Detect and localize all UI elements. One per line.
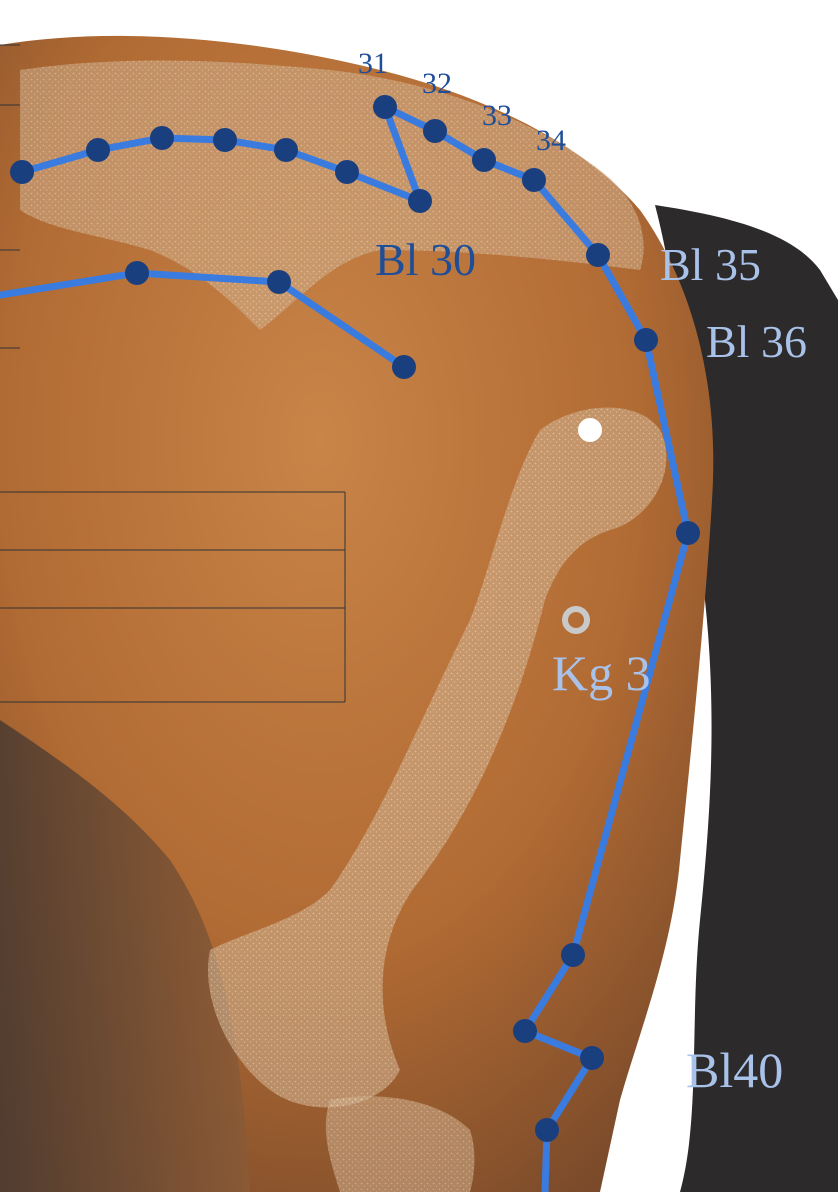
- label-bl40: Bl40: [686, 1042, 783, 1098]
- white-point-marker[interactable]: [578, 418, 602, 442]
- label-bl30: Bl 30: [375, 234, 476, 285]
- label-34: 34: [536, 124, 566, 157]
- acupoint-bl30[interactable]: [408, 189, 432, 213]
- acupoint-bl35[interactable]: [586, 243, 610, 267]
- acupoint[interactable]: [150, 126, 174, 150]
- acupoint-bl40[interactable]: [580, 1046, 604, 1070]
- acupoint[interactable]: [274, 138, 298, 162]
- acupoint-32[interactable]: [423, 119, 447, 143]
- acupoint-bl36[interactable]: [634, 328, 658, 352]
- acupoint[interactable]: [213, 128, 237, 152]
- label-33: 33: [482, 99, 512, 132]
- acupoint[interactable]: [335, 160, 359, 184]
- label-bl36: Bl 36: [706, 316, 807, 367]
- acupoint-31[interactable]: [373, 95, 397, 119]
- label-kg3: Kg 3: [552, 645, 651, 701]
- label-bl35: Bl 35: [660, 239, 761, 290]
- label-31: 31: [358, 47, 388, 80]
- acupoint[interactable]: [86, 138, 110, 162]
- acupoint[interactable]: [125, 261, 149, 285]
- acupoint-34[interactable]: [522, 168, 546, 192]
- acupoint[interactable]: [267, 270, 291, 294]
- acupoint[interactable]: [513, 1019, 537, 1043]
- acupoint[interactable]: [392, 355, 416, 379]
- acupoint[interactable]: [561, 943, 585, 967]
- label-32: 32: [422, 67, 452, 100]
- acupoint-33[interactable]: [472, 148, 496, 172]
- acupoint[interactable]: [535, 1118, 559, 1142]
- acupoint[interactable]: [676, 521, 700, 545]
- acupoint[interactable]: [10, 160, 34, 184]
